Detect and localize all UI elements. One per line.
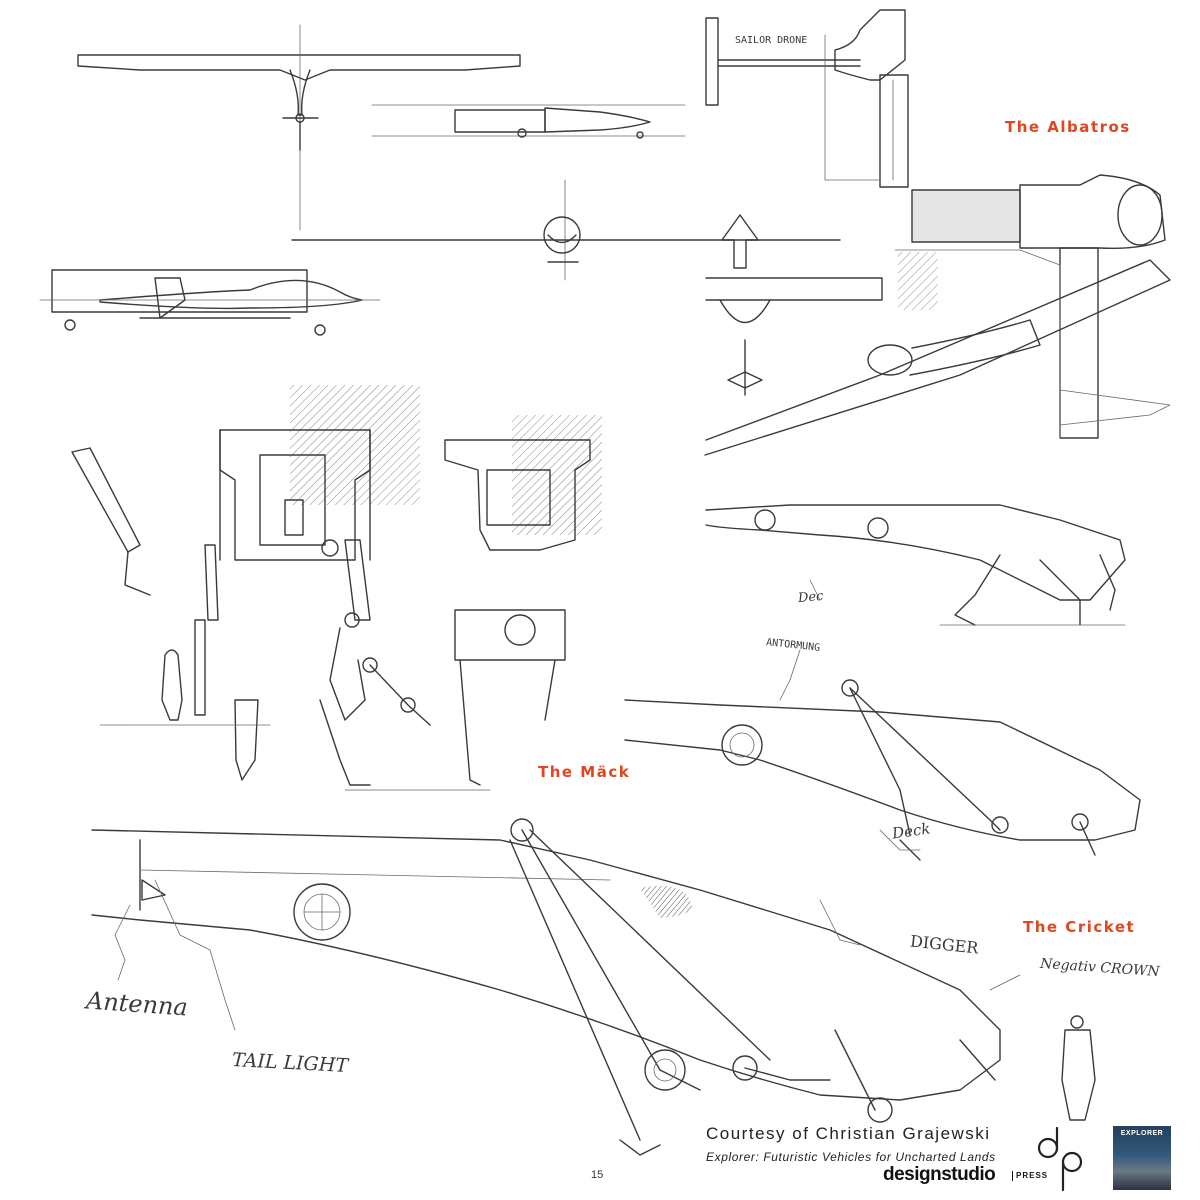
label-mack: The Mäck bbox=[538, 763, 631, 781]
albatros-top-view bbox=[77, 24, 521, 231]
credit-line: Courtesy of Christian Grajewski bbox=[706, 1124, 991, 1143]
albatros-rotor-sketch bbox=[705, 277, 1041, 396]
cricket-large-view bbox=[91, 818, 1001, 1156]
label-cricket: The Cricket bbox=[1023, 918, 1136, 936]
albatros-front-view bbox=[291, 179, 841, 281]
cricket-small-view bbox=[705, 504, 1126, 626]
label-albatros: The Albatros bbox=[1005, 118, 1131, 136]
page-number: 15 bbox=[591, 1169, 604, 1181]
book-cover-thumbnail: EXPLORER bbox=[1113, 1126, 1171, 1190]
publisher-press: PRESS bbox=[1012, 1171, 1048, 1181]
dsp-logo-mark bbox=[1037, 1126, 1083, 1192]
albatros-side-view bbox=[371, 104, 686, 139]
book-title: Explorer: Futuristic Vehicles for Unchar… bbox=[706, 1150, 996, 1164]
note-sailor-drone: SAILOR DRONE bbox=[735, 35, 808, 46]
publisher-brand: designstudio bbox=[883, 1164, 996, 1185]
sailor-drone-sketch bbox=[705, 9, 909, 188]
mack-walker-sketch bbox=[71, 385, 602, 791]
scale-figure bbox=[1061, 1015, 1096, 1121]
note-dec: Dec bbox=[797, 588, 825, 607]
book-cover-title: EXPLORER bbox=[1120, 1130, 1164, 1137]
annotation-leaders bbox=[114, 579, 1021, 1031]
albatros-long-side-view bbox=[39, 269, 381, 336]
albatros-nacelle-sketch bbox=[704, 174, 1171, 456]
